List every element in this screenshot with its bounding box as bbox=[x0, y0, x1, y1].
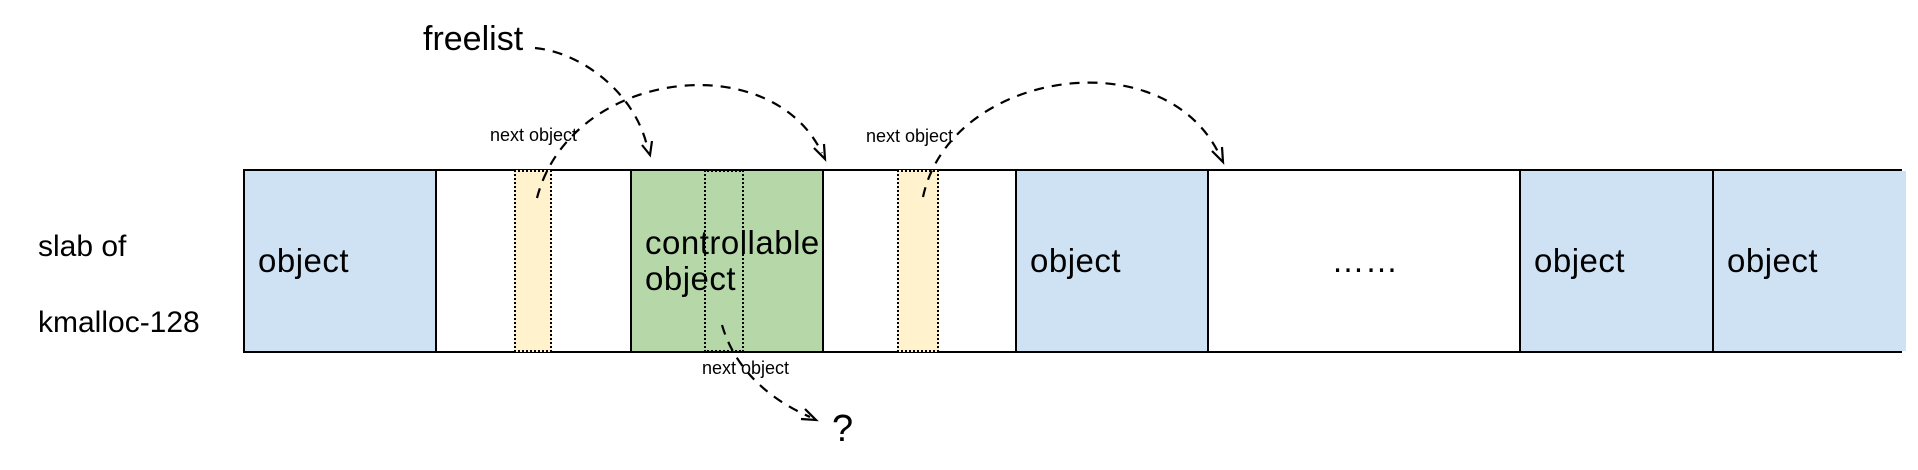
slab-caption-line1: slab of bbox=[38, 230, 127, 263]
slab-cell-free-2 bbox=[435, 170, 632, 352]
slab-cell-ellipsis-6: …… bbox=[1207, 171, 1521, 351]
freelist-arrowhead bbox=[641, 140, 654, 158]
slab-caption-line2: kmalloc-128 bbox=[38, 306, 200, 339]
slab-cell-label: object bbox=[1727, 242, 1819, 279]
slab-cell-label: object bbox=[1030, 242, 1122, 279]
slab-cell-controllable-3: controllable object bbox=[630, 170, 824, 352]
next-object-label-1: next object bbox=[490, 125, 578, 145]
slab-cell-free-4 bbox=[822, 170, 1017, 352]
next-object-label-bottom: next object bbox=[702, 358, 790, 378]
slab-cell-allocated-8: object bbox=[1712, 171, 1906, 351]
corrupted-pointer-arrowhead bbox=[800, 408, 819, 422]
slab-cell-label: controllable object bbox=[645, 224, 820, 297]
slab-row: object controllable object object …… object o… bbox=[243, 169, 1906, 353]
slab-cell-allocated-5: object bbox=[1015, 171, 1209, 351]
next-pointer-strip bbox=[897, 170, 939, 352]
slab-caption: slab of kmalloc-128 bbox=[38, 228, 200, 342]
next-pointer-arc-1-arrowhead bbox=[813, 143, 827, 162]
slab-cell-label: …… bbox=[1331, 242, 1399, 279]
next-pointer-arc-2-arrowhead bbox=[1211, 146, 1225, 165]
next-pointer-strip-inner bbox=[704, 170, 744, 352]
next-pointer-strip bbox=[514, 170, 552, 352]
slab-cell-allocated-7: object bbox=[1519, 171, 1714, 351]
freelist-caption: freelist bbox=[423, 20, 524, 58]
slab-cell-allocated-1: object bbox=[245, 171, 435, 351]
next-object-label-2: next object bbox=[866, 126, 954, 146]
slab-cell-label: object bbox=[1534, 242, 1626, 279]
slab-cell-label: object bbox=[258, 242, 350, 279]
question-mark-label: ? bbox=[832, 408, 854, 450]
